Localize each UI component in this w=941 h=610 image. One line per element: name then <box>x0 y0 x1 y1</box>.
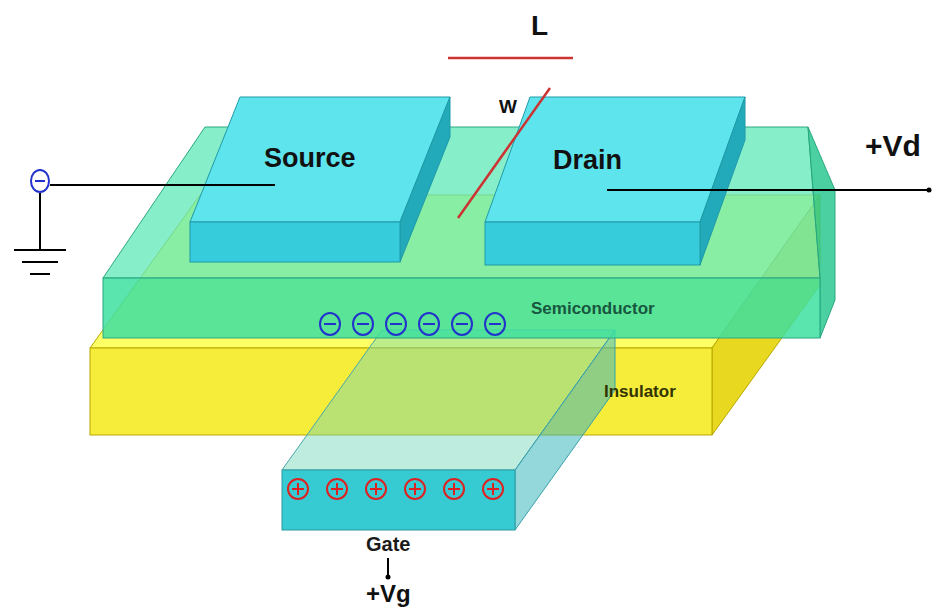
charge-ring <box>485 313 505 335</box>
minus-sign <box>324 323 336 325</box>
positive-charge <box>444 479 464 499</box>
plus-sign <box>409 483 421 495</box>
negative-charge <box>386 313 406 335</box>
plus-sign <box>448 483 460 495</box>
charge-ring <box>405 479 425 499</box>
minus-sign <box>357 323 369 325</box>
semiconductor-layer: Semiconductor <box>527 297 659 321</box>
minus-sign <box>423 323 435 325</box>
source-wire <box>50 184 275 186</box>
node-label: Gate <box>366 533 410 556</box>
charge-ring <box>327 479 347 499</box>
dimension-label: L <box>531 10 548 42</box>
positive-charges <box>288 479 503 499</box>
charge-ring <box>444 479 464 499</box>
drain-top-face <box>485 97 745 222</box>
charge-ring <box>366 479 386 499</box>
source-charge-symbol <box>31 170 49 192</box>
node-label: Insulator <box>604 382 676 402</box>
minus-sign <box>390 323 402 325</box>
plus-sign <box>370 483 382 495</box>
plus-sign <box>292 483 304 495</box>
voltage-label: +Vd <box>865 129 921 163</box>
charge-ring <box>483 479 503 499</box>
gate-electrode: Gate <box>362 531 414 558</box>
source-front-face <box>190 222 400 262</box>
charge-ring <box>31 170 49 192</box>
negative-charge <box>320 313 340 335</box>
dimension-label: W <box>499 96 517 118</box>
node-label: Source <box>264 143 356 174</box>
drain-side-face <box>700 97 745 265</box>
minus-sign <box>35 180 45 182</box>
charge-ring <box>320 313 340 335</box>
negative-charge <box>485 313 505 335</box>
charge-ring <box>353 313 373 335</box>
negative-charge <box>419 313 439 335</box>
positive-charge <box>366 479 386 499</box>
drain-front-face <box>485 222 700 265</box>
minus-sign <box>456 323 468 325</box>
plus-sign <box>331 483 343 495</box>
gate-wire <box>387 558 389 576</box>
ground-symbol <box>14 250 66 274</box>
width-mark <box>458 88 550 218</box>
terminal-dot <box>927 188 932 193</box>
negative-charge <box>353 313 373 335</box>
gate-front-face <box>282 470 515 530</box>
semiconductor-front-face <box>103 278 820 338</box>
drain-electrode: Drain <box>549 143 626 178</box>
positive-charge <box>327 479 347 499</box>
length-mark <box>448 57 573 60</box>
gate-side-face <box>515 330 615 530</box>
negative-charge <box>452 313 472 335</box>
positive-charge <box>405 479 425 499</box>
charge-ring <box>288 479 308 499</box>
charge-ring <box>452 313 472 335</box>
ground-wire <box>39 193 41 250</box>
plus-sign <box>487 483 499 495</box>
source-side-face <box>400 97 450 262</box>
node-label: Semiconductor <box>531 299 655 319</box>
positive-charge <box>483 479 503 499</box>
positive-charge <box>288 479 308 499</box>
voltage-label: +Vg <box>366 580 411 608</box>
insulator-layer: Insulator <box>600 380 680 404</box>
drain-wire <box>607 189 928 191</box>
node-label: Drain <box>553 145 622 176</box>
negative-charges <box>320 313 505 335</box>
charge-ring <box>386 313 406 335</box>
minus-sign <box>489 323 501 325</box>
source-electrode: Source <box>260 141 360 176</box>
terminal-dot <box>386 575 391 580</box>
charge-ring <box>419 313 439 335</box>
